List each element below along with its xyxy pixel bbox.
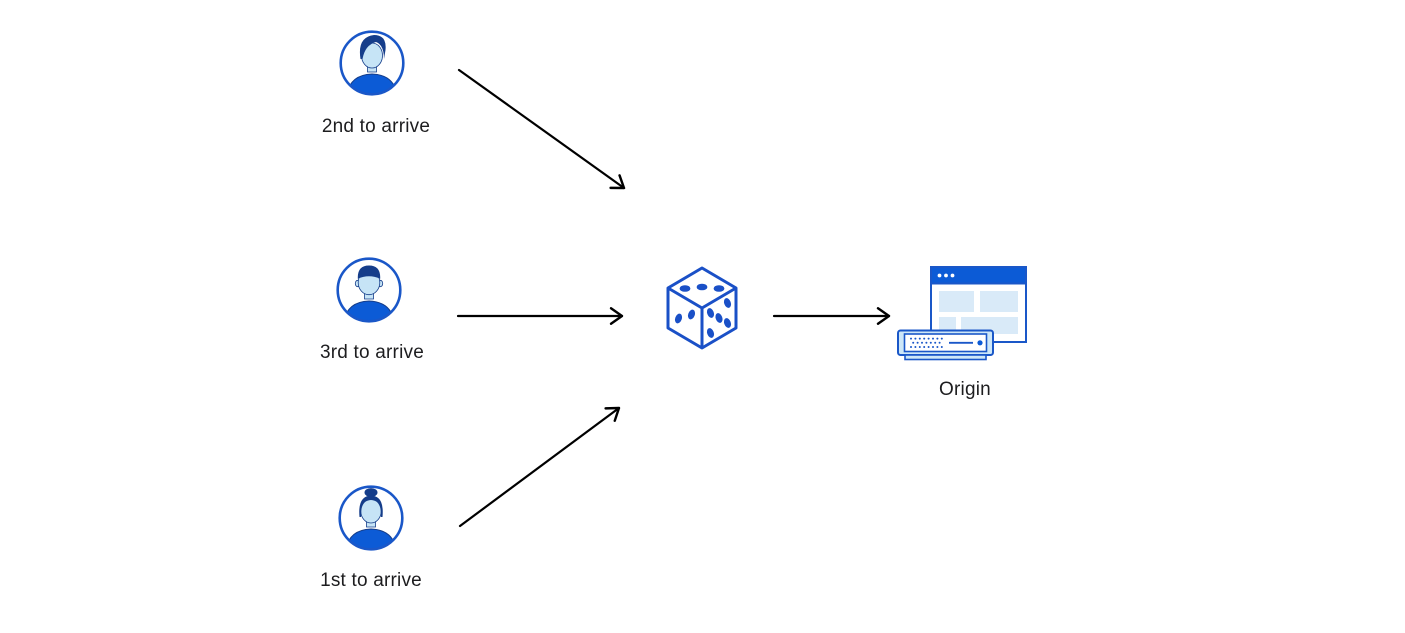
origin-label: Origin	[939, 379, 991, 400]
dice-icon	[666, 266, 738, 350]
arrow-user-bottom-to-dice	[458, 406, 621, 528]
user-middle-label: 3rd to arrive	[320, 342, 424, 363]
server-icon	[897, 329, 994, 361]
user-avatar-male-quiff-icon	[339, 30, 405, 96]
dice-pips	[674, 283, 732, 338]
user-top-label: 2nd to arrive	[321, 116, 431, 137]
server-led	[977, 340, 983, 346]
window-dots	[937, 273, 955, 278]
user-avatar-female-bun-icon	[338, 485, 404, 551]
user-bottom-label: 1st to arrive	[320, 570, 422, 591]
server-base	[904, 354, 987, 361]
user-avatar-male-short-hair-icon	[336, 257, 402, 323]
server-vent-dots	[910, 337, 943, 348]
